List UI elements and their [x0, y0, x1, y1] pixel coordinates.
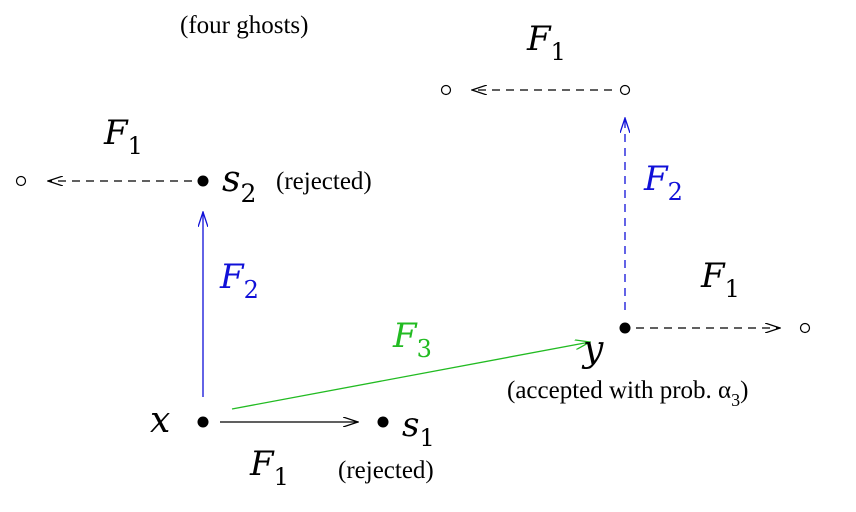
x-label: x [150, 400, 170, 441]
f3-label-x-y: F3 [392, 316, 432, 363]
f2-label-y-up: F2 [643, 159, 683, 206]
s1-rejected-note: (rejected) [338, 457, 434, 484]
f1-label-s2-ghost: F1 [103, 113, 143, 160]
s1-label: s1 [402, 405, 435, 452]
s2-rejected-note: (rejected) [276, 168, 372, 195]
four-ghosts-note: (four ghosts) [180, 12, 308, 39]
f1-label-x-s1: F1 [249, 444, 289, 491]
point-s1 [377, 416, 389, 428]
f1-label-y-right: F1 [700, 256, 740, 303]
ghost-left-of-s2 [15, 175, 27, 187]
point-x [197, 416, 209, 428]
f2-label-x-s2: F2 [219, 257, 259, 304]
s2-label: s2 [222, 159, 256, 208]
point-y [619, 322, 631, 334]
point-s2 [197, 175, 209, 187]
y-label: y [581, 329, 604, 370]
ghost-top-right [619, 84, 631, 96]
y-accepted-note: (accepted with prob. α3) [507, 377, 748, 410]
ghost-right-of-y [799, 322, 811, 334]
f1-label-top: F1 [526, 19, 566, 66]
ghost-top-left [440, 84, 452, 96]
move-x-to-y-arrow [231, 342, 590, 410]
